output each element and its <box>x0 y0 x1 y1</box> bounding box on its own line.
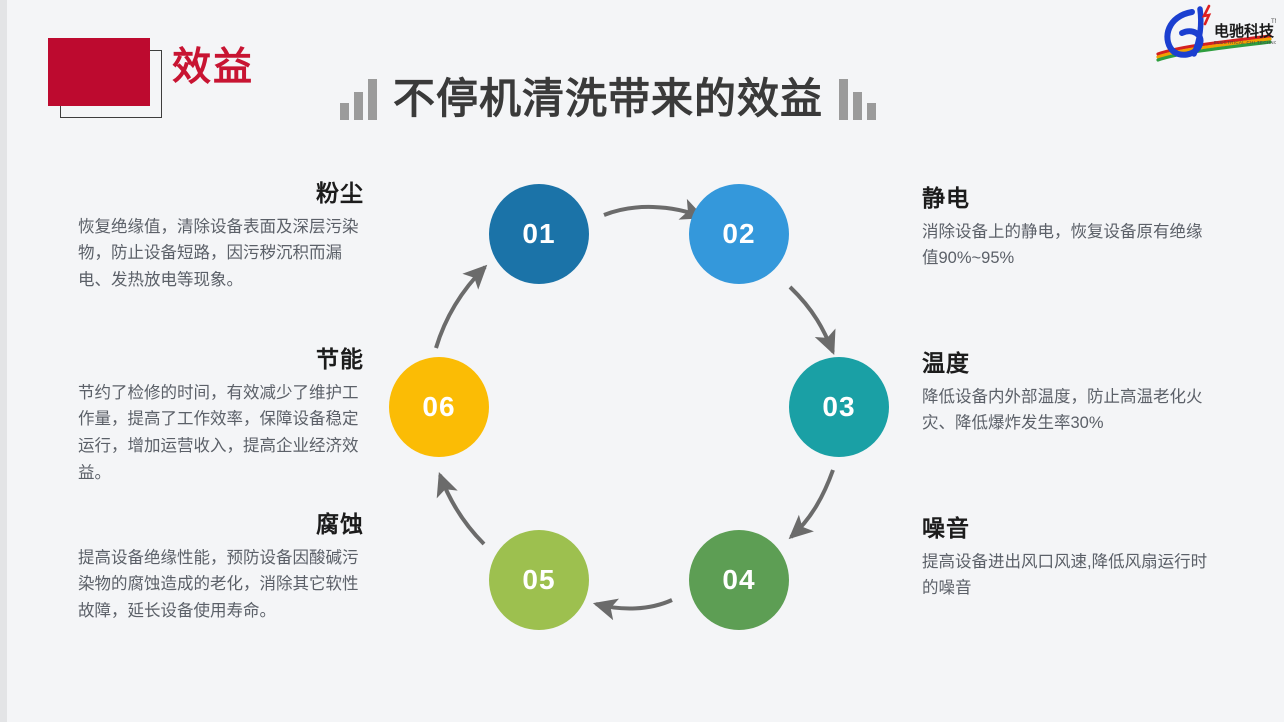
section-label: 效益 <box>172 46 255 89</box>
logo-trademark: TM <box>1271 19 1276 25</box>
benefit-heading-static: 静电 <box>922 185 970 211</box>
cycle-node-04[interactable]: 04 <box>689 530 789 630</box>
benefit-body-temperature: 降低设备内外部温度，防止高温老化火灾、降低爆炸发生率30% <box>922 387 1203 433</box>
title-row: 不停机清洗带来的效益 <box>340 68 877 130</box>
benefit-body-static: 消除设备上的静电，恢复设备原有绝缘值90%~95% <box>922 222 1203 268</box>
benefit-body-dust: 恢复绝缘值，清除设备表面及深层污染物，防止设备短路，因污秽沉积而漏电、发热放电等… <box>78 217 359 290</box>
benefit-block-temperature: 温度 降低设备内外部温度，防止高温老化火灾、降低爆炸发生率30% <box>922 350 1208 437</box>
company-logo: 电驰科技 TM ELECTRICAL CHI TECHNOLOGY <box>1152 2 1284 64</box>
logo-brand-cn: 电驰科技 <box>1214 22 1275 40</box>
benefit-body-noise: 提高设备进出风口风速,降低风扇运行时的噪音 <box>922 552 1208 598</box>
benefit-block-dust: 粉尘 恢复绝缘值，清除设备表面及深层污染物，防止设备短路，因污秽沉积而漏电、发热… <box>78 180 364 294</box>
page-title: 不停机清洗带来的效益 <box>393 75 824 122</box>
section-badge <box>48 38 168 118</box>
cycle-node-01-number: 01 <box>522 218 556 249</box>
cycle-node-02-number: 02 <box>722 218 756 249</box>
benefit-heading-corrosion: 腐蚀 <box>316 511 364 537</box>
arrow-02-to-03 <box>788 285 836 355</box>
benefit-body-energy-saving: 节约了检修的时间，有效减少了维护工作量，提高了工作效率，保障设备稳定运行，增加运… <box>78 383 359 482</box>
benefit-heading-temperature: 温度 <box>922 350 970 376</box>
cycle-node-01[interactable]: 01 <box>489 184 589 284</box>
cycle-node-03-number: 03 <box>822 391 856 422</box>
descending-bar-chart-icon <box>839 78 877 120</box>
cycle-node-03[interactable]: 03 <box>789 357 889 457</box>
benefit-block-static: 静电 消除设备上的静电，恢复设备原有绝缘值90%~95% <box>922 185 1208 272</box>
left-edge-strip <box>0 0 7 722</box>
benefit-body-corrosion: 提高设备绝缘性能，预防设备因酸碱污染物的腐蚀造成的老化，消除其它软性故障，延长设… <box>78 548 359 621</box>
arrow-01-to-02 <box>603 198 705 220</box>
benefit-block-corrosion: 腐蚀 提高设备绝缘性能，预防设备因酸碱污染物的腐蚀造成的老化，消除其它软性故障，… <box>78 511 364 625</box>
badge-filled-square <box>48 38 150 106</box>
cycle-diagram: 01 02 03 04 05 06 <box>372 170 889 670</box>
logo-artwork: 电驰科技 TM ELECTRICAL CHI TECHNOLOGY <box>1156 4 1284 62</box>
benefit-heading-dust: 粉尘 <box>316 180 364 206</box>
arrow-04-to-05 <box>592 598 673 621</box>
cycle-node-05[interactable]: 05 <box>489 530 589 630</box>
cycle-node-05-number: 05 <box>522 564 556 595</box>
cycle-node-04-number: 04 <box>722 564 756 595</box>
arrow-03-to-04 <box>788 469 835 540</box>
benefit-heading-noise: 噪音 <box>922 515 970 541</box>
benefit-heading-energy-saving: 节能 <box>316 346 364 372</box>
arrow-06-to-01 <box>434 264 488 349</box>
cycle-node-06[interactable]: 06 <box>389 357 489 457</box>
benefit-block-noise: 噪音 提高设备进出风口风速,降低风扇运行时的噪音 <box>922 515 1208 602</box>
cycle-node-02[interactable]: 02 <box>689 184 789 284</box>
cycle-node-06-number: 06 <box>422 391 456 422</box>
benefit-block-energy-saving: 节能 节约了检修的时间，有效减少了维护工作量，提高了工作效率，保障设备稳定运行，… <box>78 346 364 486</box>
logo-brand-en: ELECTRICAL CHI TECHNOLOGY <box>1214 40 1276 45</box>
arrow-05-to-06 <box>436 471 486 546</box>
ascending-bar-chart-icon <box>340 78 377 120</box>
